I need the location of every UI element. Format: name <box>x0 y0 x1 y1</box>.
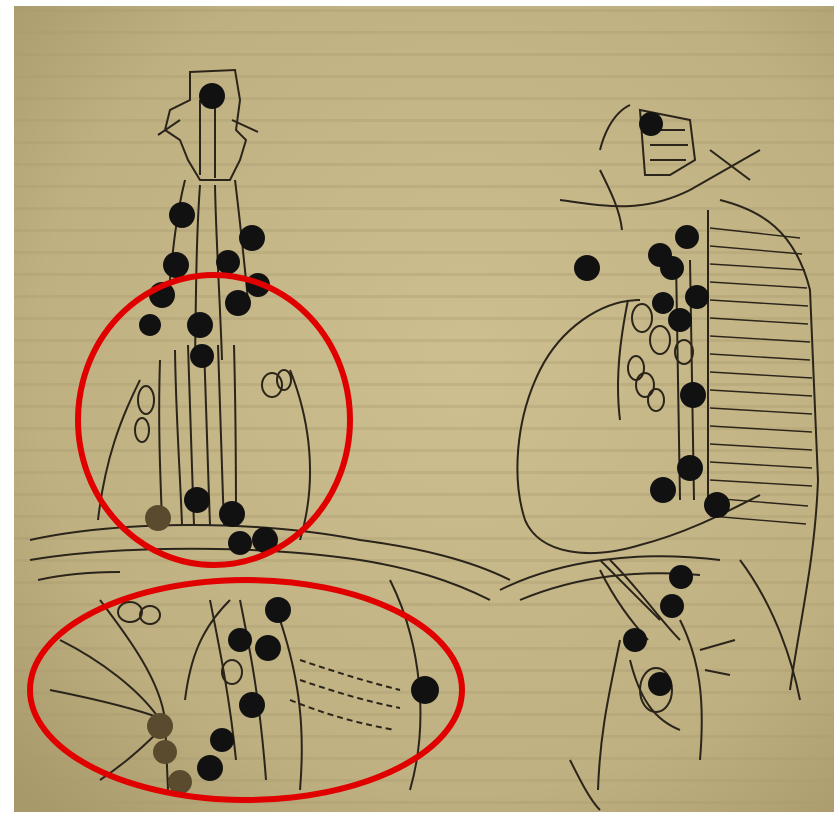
photo-svg <box>0 0 840 819</box>
photo-canvas <box>0 0 840 819</box>
